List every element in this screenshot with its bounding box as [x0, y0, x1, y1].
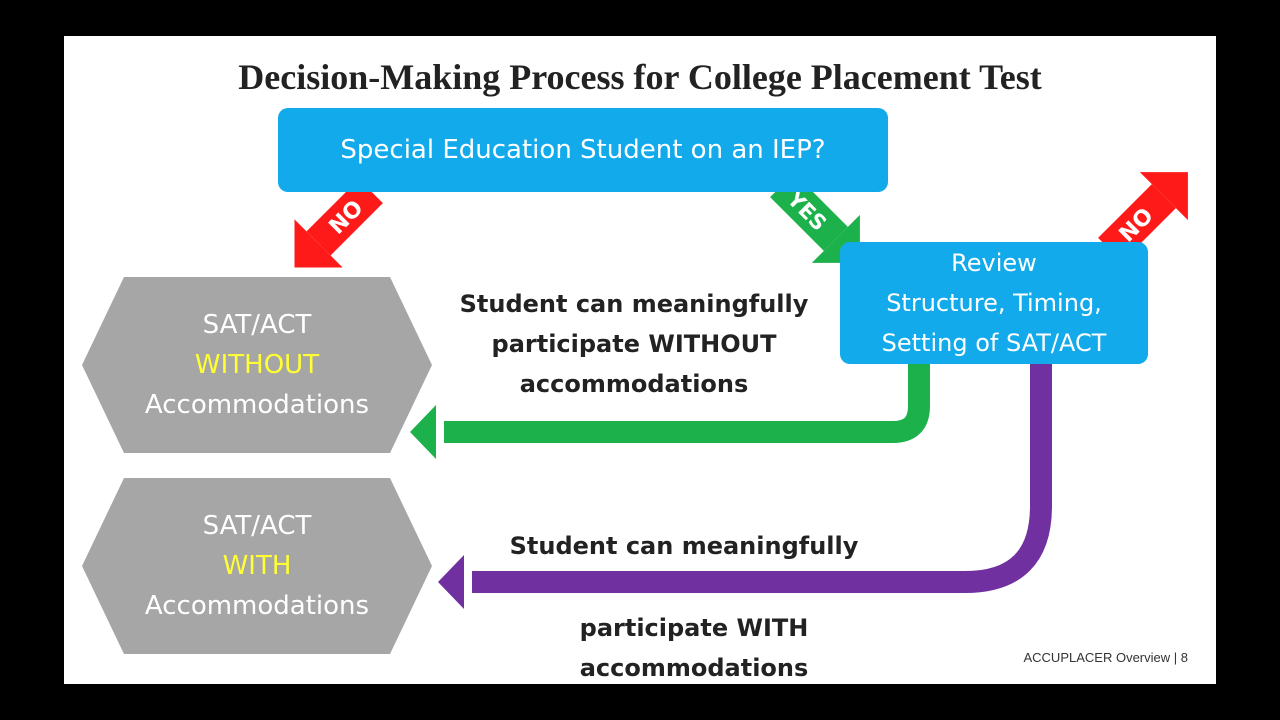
review-box: Review Structure, Timing, Setting of SAT…	[840, 242, 1148, 364]
hex-with-line3: Accommodations	[144, 591, 370, 621]
footer-separator: |	[1173, 650, 1181, 665]
green-arrow-head	[410, 405, 436, 459]
green-arrow	[444, 362, 930, 443]
hex-with-accommodations: SAT/ACT WITH Accommodations	[82, 478, 432, 654]
note-with-bottom: participate WITH accommodations	[524, 608, 864, 684]
no-arrow-left: NO	[294, 179, 383, 268]
note-without-line1: Student can meaningfully	[459, 290, 809, 318]
footer-page-number: 8	[1180, 650, 1188, 665]
footer: ACCUPLACER Overview | 8	[1023, 650, 1188, 665]
review-box-line1: Review	[951, 249, 1037, 277]
footer-text: ACCUPLACER Overview	[1023, 650, 1171, 665]
page-title: Decision-Making Process for College Plac…	[238, 57, 1042, 97]
note-with-line2: participate WITH	[579, 614, 809, 642]
note-without-line2: participate WITHOUT	[491, 330, 777, 358]
hex-without-line2: WITHOUT	[194, 350, 320, 380]
note-with-line1: Student can meaningfully	[509, 532, 859, 560]
note-without: Student can meaningfully participate WIT…	[434, 284, 834, 404]
review-box-line2: Structure, Timing,	[886, 289, 1102, 317]
hex-without-line1: SAT/ACT	[202, 310, 312, 340]
slide: NO YES NO Decision-Making Process for Co…	[64, 36, 1216, 684]
hex-with-line1: SAT/ACT	[202, 511, 312, 541]
note-with-top: Student can meaningfully	[494, 526, 874, 566]
hex-with-line2: WITH	[222, 551, 292, 581]
arrows-layer: NO YES NO	[294, 172, 1188, 609]
review-box-line3: Setting of SAT/ACT	[881, 329, 1107, 357]
purple-arrow-head	[438, 555, 464, 609]
question-box: Special Education Student on an IEP?	[278, 108, 888, 192]
purple-arrow	[472, 362, 1052, 593]
hex-without-accommodations: SAT/ACT WITHOUT Accommodations	[82, 277, 432, 453]
note-without-line3: accommodations	[519, 370, 749, 398]
note-with-line3: accommodations	[579, 654, 809, 682]
question-box-label: Special Education Student on an IEP?	[340, 135, 826, 165]
hex-without-line3: Accommodations	[144, 390, 370, 420]
